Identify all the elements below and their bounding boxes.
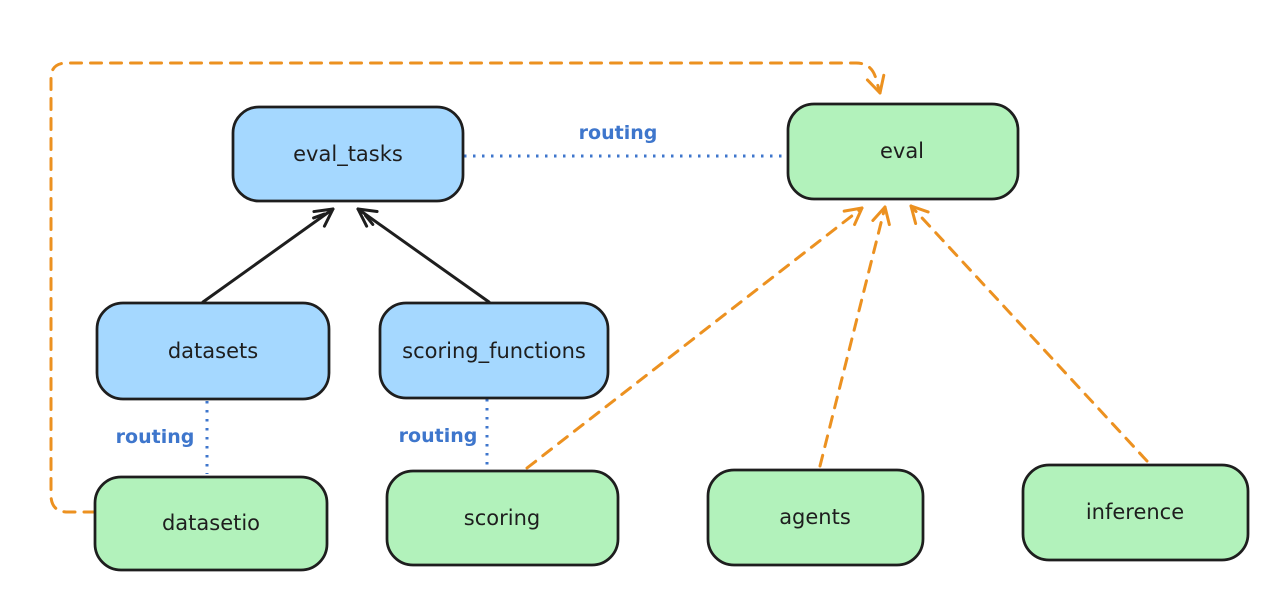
- edge-label-routing-top: routing: [579, 122, 658, 144]
- edge-scoring-to-eval: [525, 206, 864, 470]
- node-datasetio-label: datasetio: [162, 511, 260, 535]
- edge-label-routing-scoring: routing: [399, 425, 478, 447]
- node-scoring-functions: scoring_functions: [378, 301, 610, 400]
- node-inference-box: [1021, 463, 1250, 562]
- node-datasetio-box: [93, 475, 329, 572]
- node-eval-box: [786, 102, 1020, 201]
- node-datasets: datasets: [95, 301, 331, 401]
- node-scoring-functions-box: [378, 301, 610, 400]
- node-scoring-label: scoring: [464, 506, 540, 530]
- node-scoring: scoring: [385, 469, 620, 567]
- node-datasets-label: datasets: [168, 339, 258, 363]
- node-agents-box: [706, 468, 925, 567]
- edge-agents-to-eval: [818, 205, 891, 468]
- node-eval-tasks: eval_tasks: [231, 105, 465, 203]
- node-eval-label: eval: [880, 139, 924, 163]
- node-eval-tasks-box: [231, 105, 465, 203]
- node-datasets-box: [95, 301, 331, 401]
- edge-scoring-functions-to-eval-tasks: [356, 207, 491, 304]
- node-scoring-functions-label: scoring_functions: [402, 339, 586, 364]
- node-datasetio: datasetio: [93, 475, 329, 572]
- node-inference: inference: [1021, 463, 1250, 562]
- node-eval: eval: [786, 102, 1020, 201]
- edge-inference-to-eval: [909, 204, 1149, 463]
- node-agents-label: agents: [779, 505, 851, 529]
- edge-label-routing-datasetio: routing: [116, 426, 195, 448]
- node-agents: agents: [706, 468, 925, 567]
- node-eval-tasks-label: eval_tasks: [293, 142, 403, 167]
- edge-datasetio-to-eval: [49, 61, 886, 514]
- edge-datasets-to-eval-tasks: [201, 207, 335, 304]
- node-inference-label: inference: [1086, 500, 1184, 524]
- node-scoring-box: [385, 469, 620, 567]
